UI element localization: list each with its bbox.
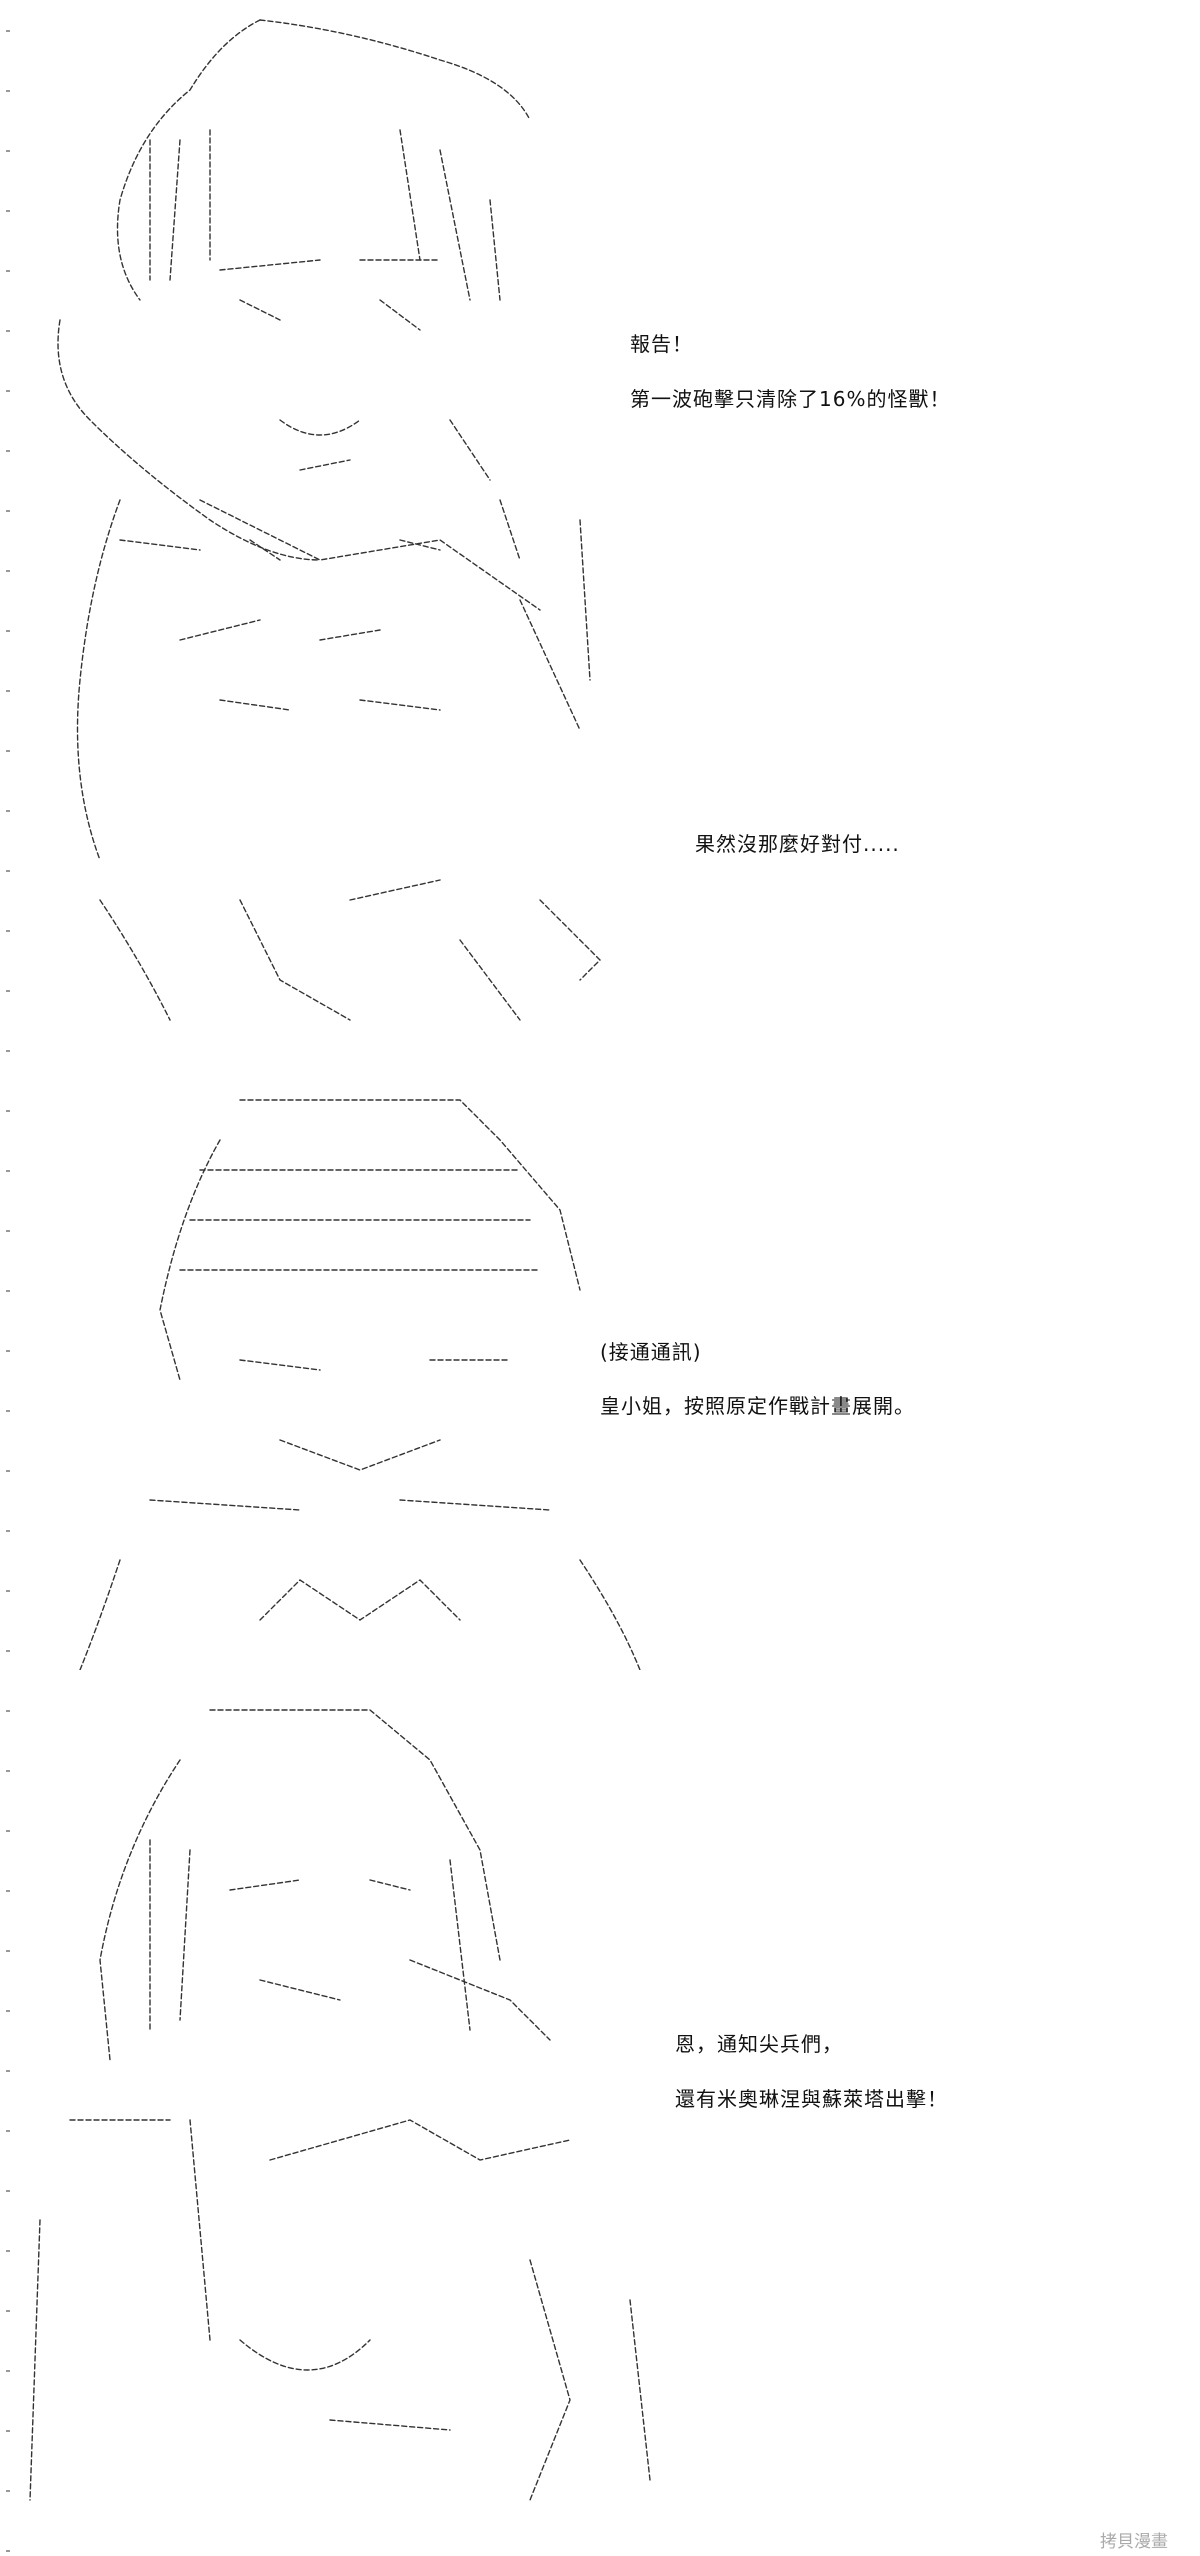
dialogue-line: 第一波砲擊只清除了16%的怪獸！ [630,387,951,411]
dialogue-line: 還有米奧琳涅與蘇萊塔出擊！ [675,2087,948,2111]
watermark: 拷貝漫畫 [1100,2532,1168,2552]
dialogue-line: 果然沒那麼好對付..... [695,832,900,856]
dialogue-line: 報告！ [630,332,693,356]
dialogue-line: 恩，通知尖兵們， [675,2032,843,2056]
ascii-art-character-2 [20,480,620,1040]
dialogue-line: 皇小姐，按照原定作戰計畫展開。 [600,1394,915,1418]
dialogue-line: (接通通訊) [600,1340,702,1364]
ascii-art-character-4 [10,1700,660,2540]
ascii-art-character-1 [20,0,580,570]
margin-dots [6,0,10,2556]
ascii-art-character-3 [60,1060,660,1670]
